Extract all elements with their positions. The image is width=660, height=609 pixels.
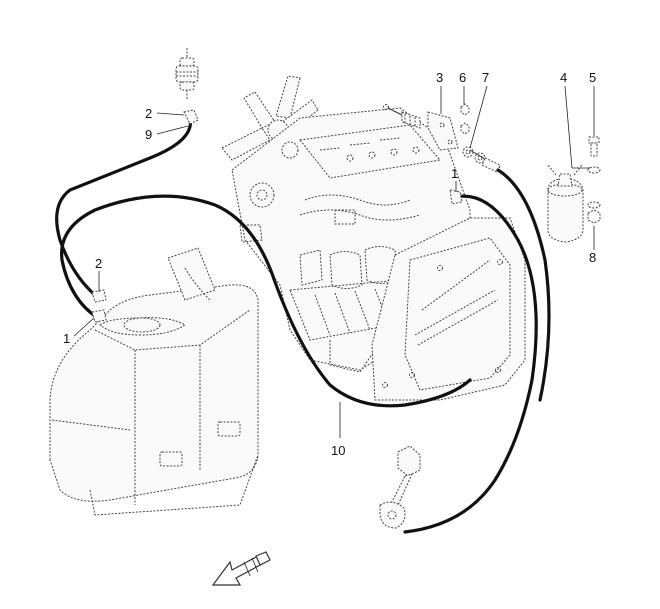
hose-9 [55,116,193,298]
callout-9: 9 [145,127,152,142]
callout-2-left: 2 [95,256,102,271]
hose-return [496,168,551,402]
leader-lines [73,85,595,438]
callout-6: 6 [459,70,466,85]
callout-7: 7 [482,70,489,85]
callout-3: 3 [436,70,443,85]
callouts: 2 9 2 1 3 6 7 1 4 5 8 10 [63,70,596,458]
hose-supply [60,194,472,408]
callout-4: 4 [560,70,567,85]
callout-10: 10 [331,443,345,458]
inline-fuel-filter [175,48,199,100]
callout-8: 8 [589,250,596,265]
bracket-assembly [383,103,501,173]
fuel-tank [49,247,259,516]
callout-1-left: 1 [63,331,70,346]
fuel-pump-sensor [379,445,421,529]
hose-10 [403,194,538,534]
direction-arrow-icon [211,551,271,586]
callout-5: 5 [589,70,596,85]
fuel-filter-canister [547,136,601,243]
callout-2-top: 2 [145,106,152,121]
hose-fittings [91,109,463,323]
callout-1-right: 1 [451,166,458,181]
fuel-hoses [55,116,551,534]
flywheel-housing [371,217,526,401]
